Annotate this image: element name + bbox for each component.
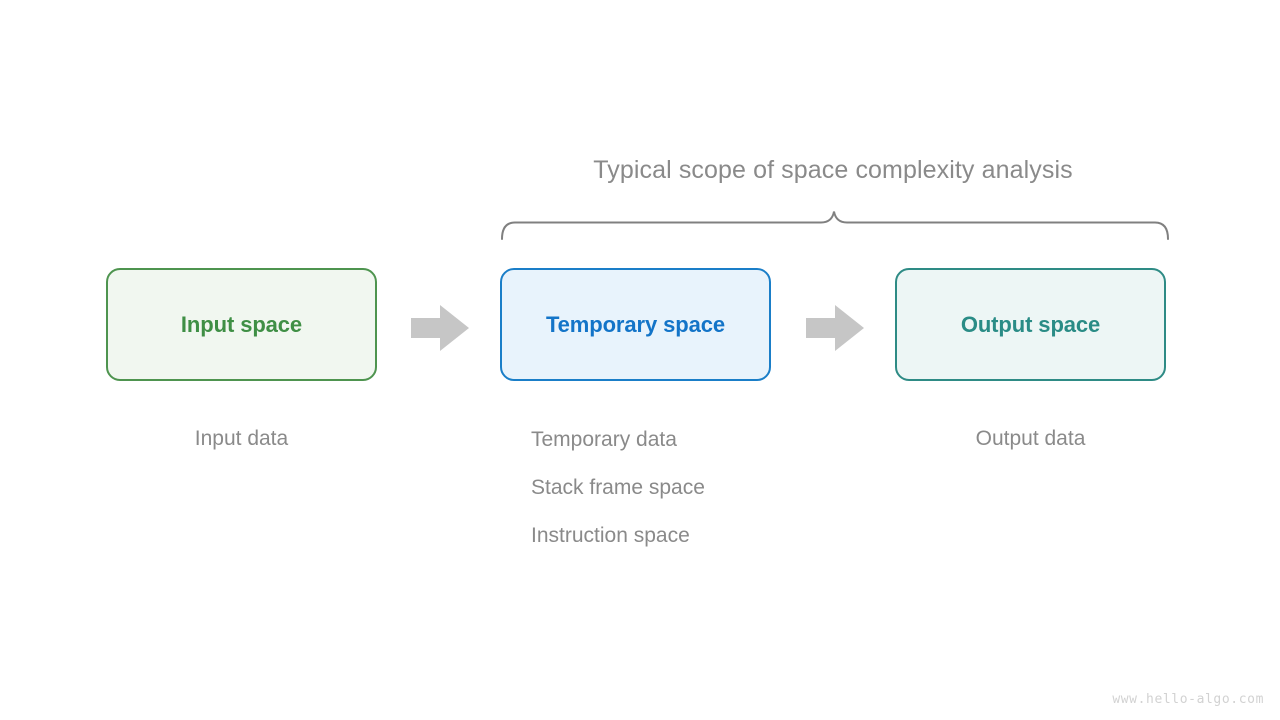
box-output-space: Output space	[895, 268, 1166, 381]
scope-title: Typical scope of space complexity analys…	[0, 156, 1280, 185]
arrow-input-to-temporary-icon	[411, 305, 469, 351]
caption-output-data: Output data	[975, 427, 1086, 450]
box-output-space-label: Output space	[960, 311, 1101, 337]
box-temporary-space: Temporary space	[500, 268, 771, 381]
box-input-space: Input space	[106, 268, 377, 381]
caption-temporary-list: Temporary data Stack frame space Instruc…	[531, 427, 705, 571]
arrow-temporary-to-output-icon	[806, 305, 864, 351]
caption-instruction-space: Instruction space	[531, 524, 690, 547]
footer-url: www.hello-algo.com	[1112, 692, 1264, 707]
caption-temporary-data: Temporary data	[531, 428, 677, 451]
scope-brace	[501, 211, 1169, 240]
caption-stack-frame-space: Stack frame space	[531, 476, 705, 499]
box-input-space-label: Input space	[180, 311, 303, 337]
scope-title-text: Typical scope of space complexity analys…	[593, 156, 1073, 184]
caption-input-data: Input data	[194, 427, 289, 450]
box-temporary-space-label: Temporary space	[545, 311, 726, 337]
